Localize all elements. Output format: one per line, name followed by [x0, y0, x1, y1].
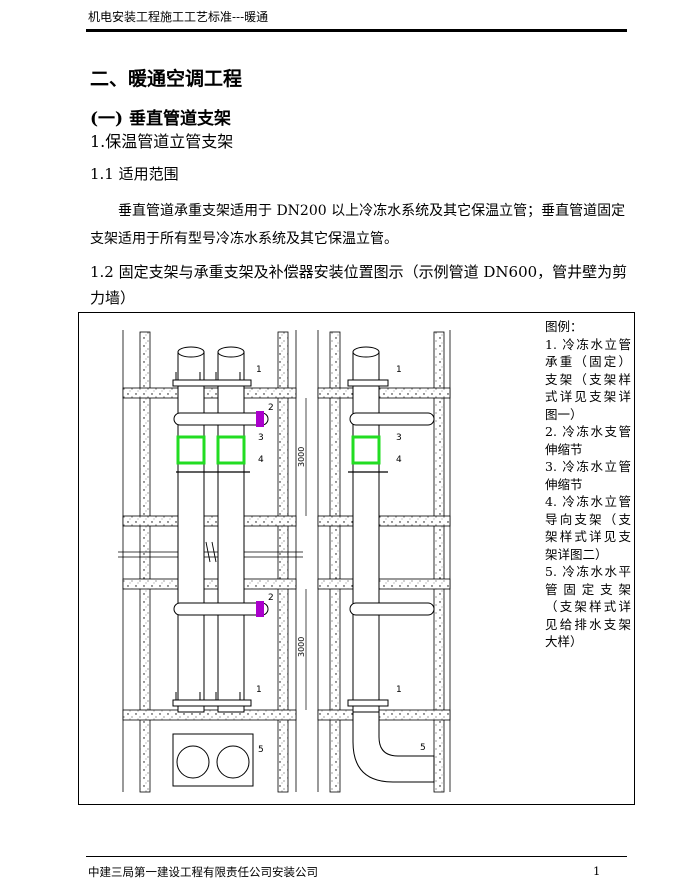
horizontal-pipe-base-left: [172, 733, 254, 787]
callout-1: 1: [256, 365, 262, 375]
callout-5: 5: [258, 745, 264, 755]
branch-expansion-joint: [256, 411, 264, 427]
legend-item: 3. 冷冻水立管伸缩节: [545, 459, 631, 492]
callout-3: 3: [258, 433, 264, 443]
figure-frame: [78, 312, 635, 805]
shaft-wall-right: [277, 331, 289, 793]
callout-1-right: 1: [396, 365, 402, 375]
legend-item: 1. 冷冻水立管承重（固定）支架（支架样式详见支架详图一）: [545, 336, 631, 422]
dimension-label: 3000: [297, 637, 306, 657]
floor-slabs-right: [317, 387, 451, 721]
callout-5-right: 5: [420, 743, 426, 753]
page-number: 1: [593, 864, 601, 878]
callout-4-right: 4: [396, 455, 402, 465]
callout-2b: 2: [268, 593, 274, 603]
legend-title: 图例：: [545, 319, 583, 334]
running-header: 机电安装工程施工工艺标准---暖通: [88, 10, 269, 24]
figure-caption: 1.2 固定支架与承重支架及补偿器安装位置图示（示例管道 DN600，管井壁为剪…: [90, 263, 628, 307]
riser-pipes-left: [177, 346, 245, 713]
installation-diagram: 3000 3000 1 2 3 4 2 1 5 1 3: [118, 330, 451, 793]
floor-slabs-left: [122, 387, 297, 721]
callout-1b-right: 1: [396, 685, 402, 695]
figure-legend: 图例： 1. 冷冻水立管承重（固定）支架（支架样式详见支架详图一） 2. 冷冻水…: [545, 318, 631, 651]
legend-item: 2. 冷冻水支管伸缩节: [545, 424, 631, 457]
chapter-heading: 二、暖通空调工程: [90, 68, 243, 90]
footer-company: 中建三局第一建设工程有限责任公司安装公司: [88, 865, 318, 879]
guide-support-left: [176, 435, 250, 473]
shaft-wall-left: [139, 331, 151, 793]
section-heading: (一) 垂直管道支架: [90, 109, 232, 129]
shaft-wall-right-2: [433, 331, 445, 793]
callout-1b: 1: [256, 685, 262, 695]
scope-heading: 1.1 适用范围: [90, 165, 179, 183]
legend-item: 5. 冷冻水水平管固定支架（支架样式详见给排水支架大样）: [545, 564, 631, 649]
legend-item: 4. 冷冻水立管导向支架（支架样式详见支架详图二）: [545, 494, 631, 562]
callout-3-right: 3: [396, 433, 402, 443]
subsection-heading: 1.保温管道立管支架: [90, 132, 234, 151]
branch-expansion-joint: [256, 601, 264, 617]
riser-pipe-right: [347, 346, 435, 783]
scope-paragraph: 垂直管道承重支架适用于 DN200 以上冷冻水系统及其它保温立管；垂直管道固定支…: [90, 203, 626, 247]
branch-pipes-left: [173, 411, 269, 617]
callout-2: 2: [268, 403, 274, 413]
riser-support-left: [172, 372, 252, 707]
footer-rule: [86, 856, 627, 857]
header-rule: [86, 29, 627, 32]
shaft-wall-left-2: [329, 331, 341, 793]
dimension-label: 3000: [297, 447, 306, 467]
callout-4: 4: [258, 455, 264, 465]
